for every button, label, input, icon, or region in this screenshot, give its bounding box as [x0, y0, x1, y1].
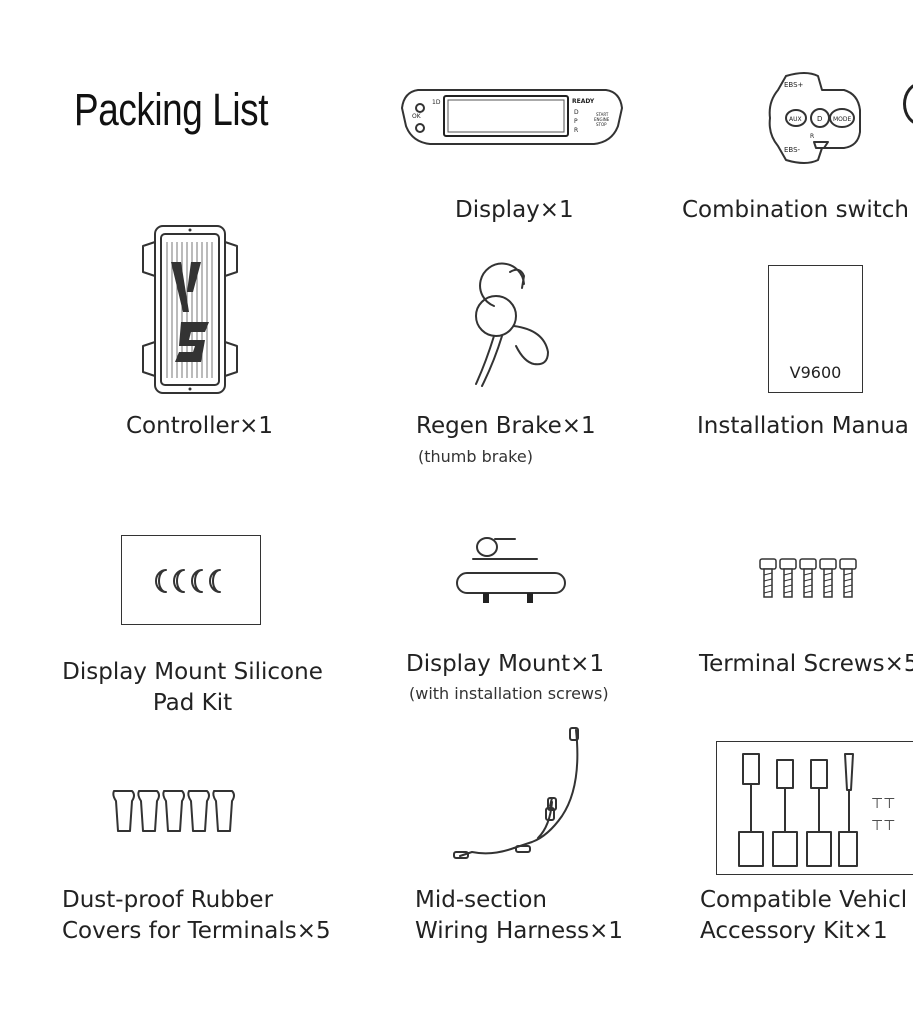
item-label-line1: Mid-section: [415, 887, 547, 913]
item-label-rubber-covers: Dust-proof Rubber Covers for Terminals×5: [62, 885, 331, 947]
item-label-controller: Controller×1: [126, 413, 274, 439]
svg-text:R: R: [810, 133, 814, 140]
regen-brake-icon: [475, 262, 549, 387]
item-label-line2: Accessory Kit×1: [700, 918, 888, 944]
svg-text:AUX: AUX: [789, 116, 802, 123]
item-note-display-mount: (with installation screws): [409, 684, 609, 703]
svg-text:P: P: [574, 118, 578, 125]
svg-text:1D: 1D: [432, 99, 441, 106]
manual-icon: V9600: [768, 265, 863, 393]
item-label-line1: Display Mount Silicone: [62, 659, 323, 685]
silicone-pad-kit-icon: [121, 535, 261, 625]
item-label-installation-manual: Installation Manua: [697, 413, 909, 439]
svg-text:ENGINE: ENGINE: [594, 117, 610, 122]
svg-text:STOP: STOP: [596, 122, 607, 127]
item-label-regen-brake: Regen Brake×1: [416, 413, 596, 439]
page-title: Packing List: [74, 84, 269, 135]
terminal-screws-icon: [759, 558, 857, 598]
display-mount-icon: [456, 537, 566, 603]
item-label-line2: Pad Kit: [152, 690, 233, 716]
controller-icon: [142, 225, 238, 394]
combination-switch-icon: EBS+ EBS- AUX D MODE R: [768, 72, 861, 164]
svg-text:D: D: [817, 115, 822, 123]
svg-text:EBS+: EBS+: [784, 81, 804, 89]
partial-item-icon: [903, 82, 913, 126]
item-note-regen-brake: (thumb brake): [418, 447, 533, 466]
svg-text:MODE: MODE: [833, 116, 852, 123]
item-label-line1: Dust-proof Rubber: [62, 887, 274, 913]
svg-text:EBS-: EBS-: [784, 146, 801, 154]
item-label-display: Display×1: [455, 197, 574, 223]
svg-text:⊤⊤: ⊤⊤: [871, 796, 895, 812]
svg-text:D: D: [574, 109, 579, 116]
item-label-silicone-pad-kit: Display Mount Silicone Pad Kit: [40, 657, 345, 719]
wiring-harness-icon: [453, 727, 579, 859]
item-label-wiring-harness: Mid-section Wiring Harness×1: [415, 885, 623, 947]
item-label-accessory-kit: Compatible Vehicl Accessory Kit×1: [700, 885, 907, 947]
display-icon: 1D OK READY D P R START ENGINE STOP: [401, 89, 623, 145]
item-label-line2: Covers for Terminals×5: [62, 918, 331, 944]
item-label-display-mount: Display Mount×1: [406, 651, 605, 677]
svg-text:READY: READY: [572, 98, 595, 105]
item-label-combination-switch: Combination switch: [682, 197, 909, 223]
accessory-kit-icon: ⊤⊤ ⊤⊤: [716, 741, 913, 875]
svg-text:OK: OK: [412, 113, 422, 120]
svg-text:⊤⊤: ⊤⊤: [871, 818, 895, 834]
svg-text:START: START: [596, 112, 609, 117]
manual-model-text: V9600: [789, 363, 842, 382]
item-label-line1: Compatible Vehicl: [700, 887, 908, 913]
rubber-covers-icon: [112, 790, 235, 832]
item-label-line2: Wiring Harness×1: [415, 918, 623, 944]
item-label-terminal-screws: Terminal Screws×5: [699, 651, 913, 677]
svg-text:R: R: [574, 127, 578, 134]
